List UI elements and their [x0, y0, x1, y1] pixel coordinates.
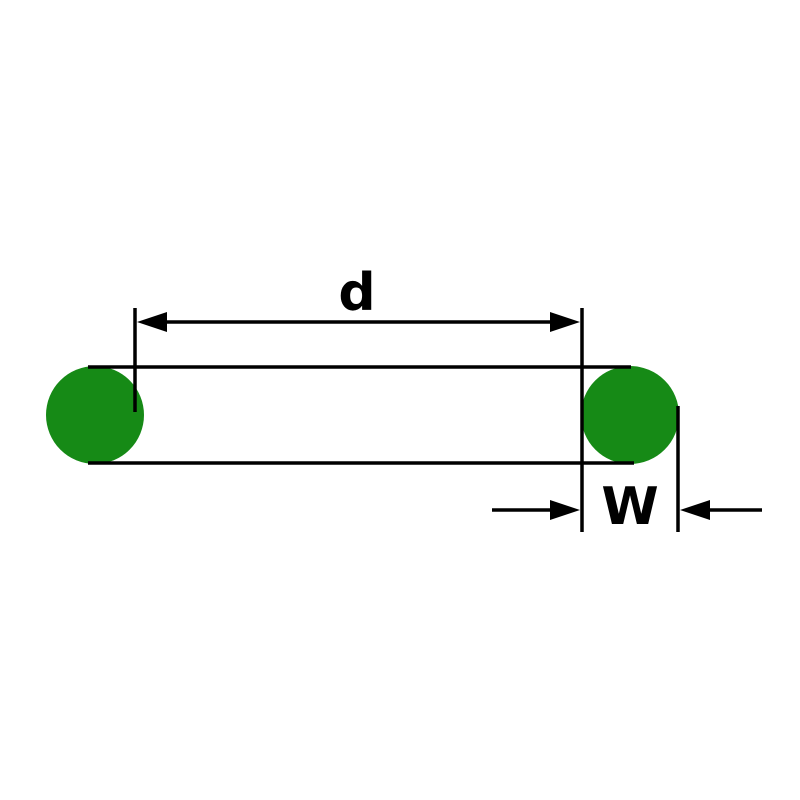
d-arrowhead-left-icon: [137, 312, 167, 332]
diagram-arrowheads: [137, 312, 710, 520]
w-arrowhead-left-icon: [550, 500, 580, 520]
oring-section-left-circle: [46, 366, 144, 464]
d-arrowhead-right-icon: [550, 312, 580, 332]
diagram-lines: [88, 308, 762, 532]
inner-diameter-label: d: [338, 263, 375, 323]
w-arrowhead-right-icon: [680, 500, 710, 520]
cross-section-width-label: W: [601, 477, 658, 537]
oring-section-right-circle: [581, 366, 679, 464]
